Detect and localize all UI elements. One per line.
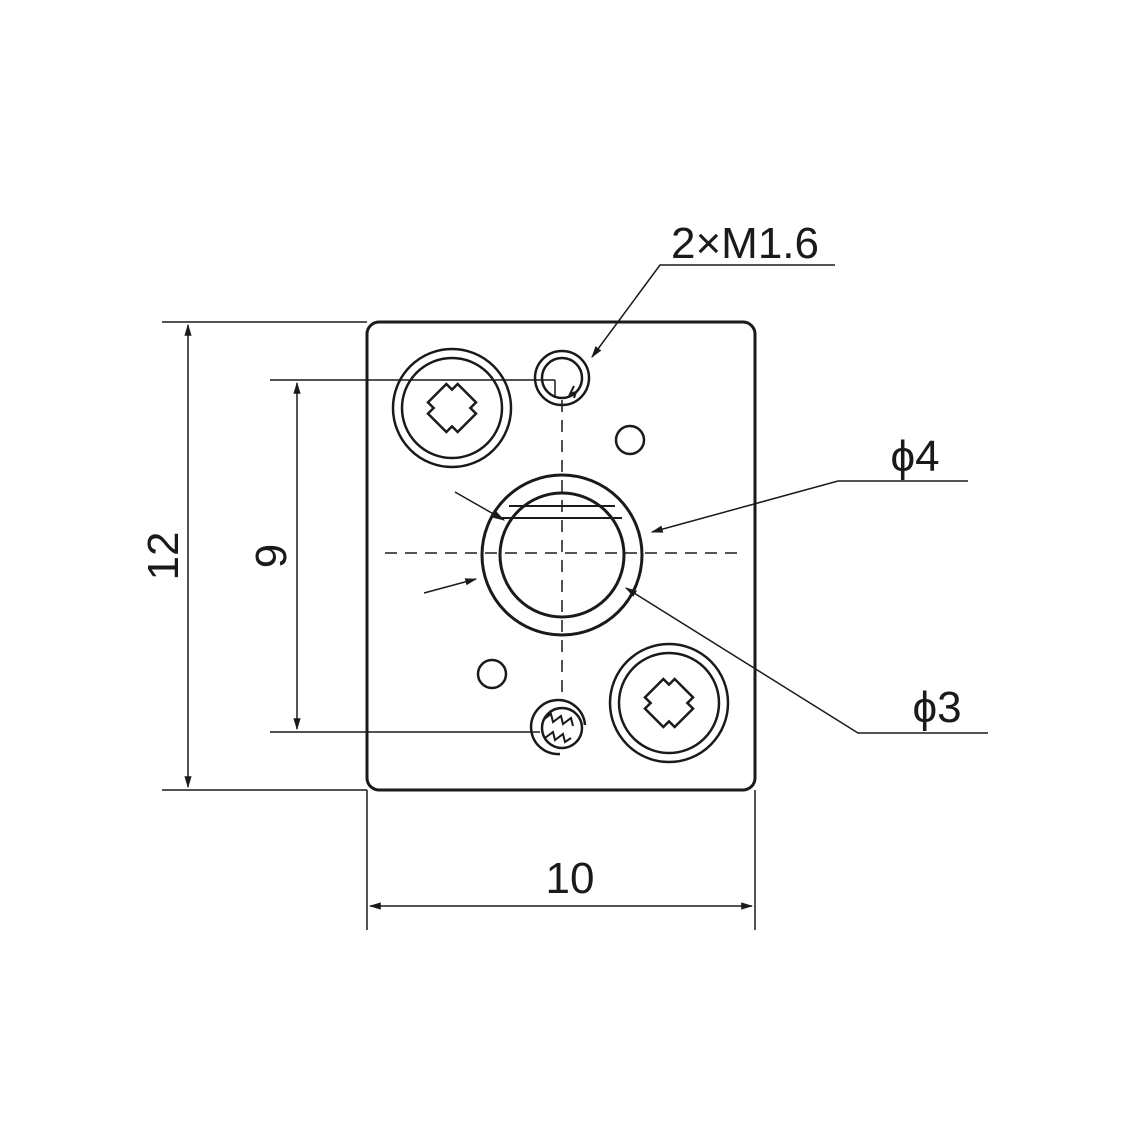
locating-hole bbox=[476, 658, 508, 690]
width-dimension-label: 10 bbox=[546, 854, 595, 903]
threaded-hole-icon bbox=[533, 349, 591, 407]
height-dimension-label: 12 bbox=[139, 532, 188, 581]
phillips-screw-icon bbox=[608, 642, 730, 764]
threaded-hole-icon bbox=[529, 698, 587, 756]
leader-lines bbox=[423, 264, 988, 734]
spacing-dimension-label: 9 bbox=[247, 544, 296, 568]
outer-diameter-label: ϕ4 bbox=[890, 432, 939, 481]
thread-callout-label: 2×M1.6 bbox=[671, 219, 819, 268]
centerlines bbox=[385, 400, 745, 700]
dimension-lines bbox=[184, 323, 754, 910]
locating-hole bbox=[614, 424, 646, 456]
phillips-screw-icon bbox=[391, 347, 513, 469]
extension-lines bbox=[162, 321, 756, 930]
inner-diameter-label: ϕ3 bbox=[912, 683, 961, 732]
plate-outline bbox=[365, 320, 757, 792]
central-bore bbox=[480, 473, 644, 637]
